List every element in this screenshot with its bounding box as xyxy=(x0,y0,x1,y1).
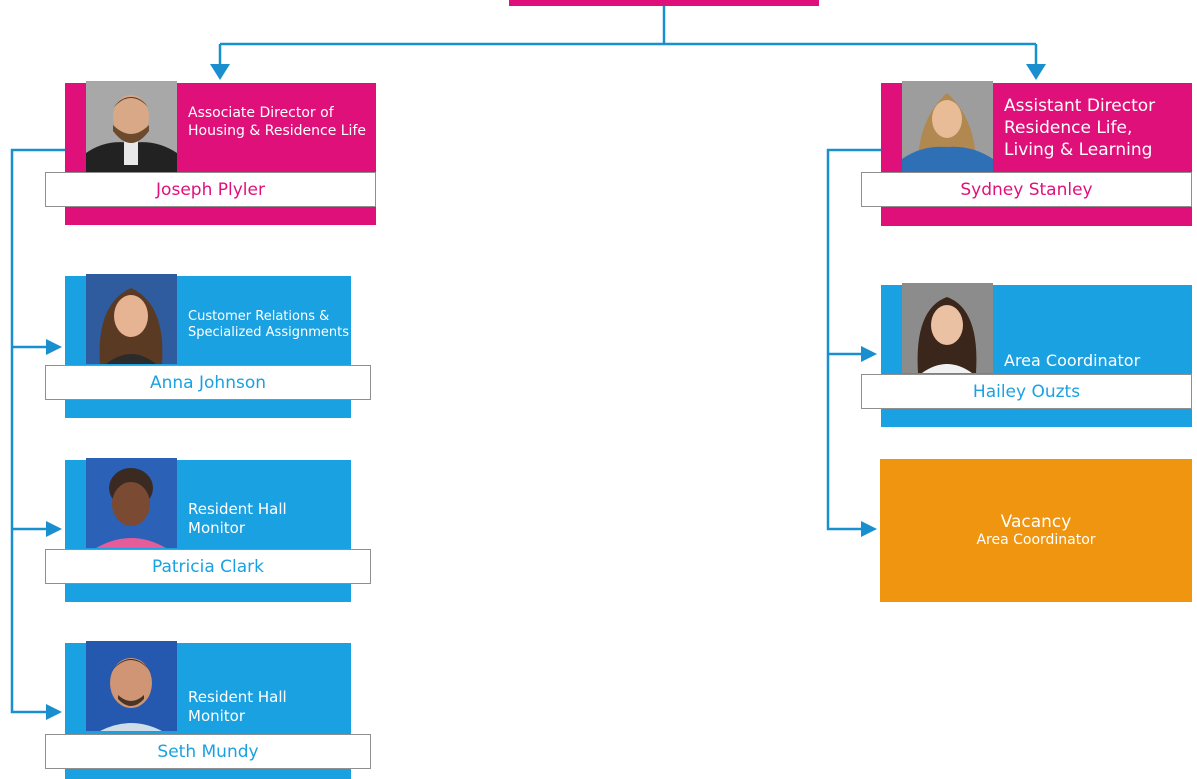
name-joseph-plyler: Joseph Plyler xyxy=(45,172,376,207)
photo-sydney-stanley xyxy=(902,81,993,173)
vacancy-title: Vacancy xyxy=(1000,511,1072,532)
org-node-vacancy: Vacancy Area Coordinator xyxy=(880,459,1192,602)
role-patricia-clark: Resident Hall Monitor xyxy=(188,500,287,538)
org-node-seth-mundy: Resident Hall Monitor Seth Mundy xyxy=(45,641,371,779)
role-hailey-ouzts: Area Coordinator xyxy=(1004,351,1141,370)
role-joseph-plyler: Associate Director of Housing & Residenc… xyxy=(188,105,366,139)
org-node-anna-johnson: Customer Relations & Specialized Assignm… xyxy=(45,274,371,418)
role-seth-mundy: Resident Hall Monitor xyxy=(188,688,287,726)
role-sydney-stanley: Assistant Director Residence Life, Livin… xyxy=(1004,96,1156,161)
name-anna-johnson: Anna Johnson xyxy=(45,365,371,400)
photo-hailey-ouzts xyxy=(902,283,993,373)
org-node-joseph-plyler: Associate Director of Housing & Residenc… xyxy=(45,81,376,225)
photo-seth-mundy xyxy=(86,641,177,731)
role-anna-johnson: Customer Relations & Specialized Assignm… xyxy=(188,309,349,341)
photo-anna-johnson xyxy=(86,274,177,364)
org-node-hailey-ouzts: Area Coordinator Hailey Ouzts xyxy=(861,283,1192,427)
photo-joseph-plyler xyxy=(86,81,177,173)
name-sydney-stanley: Sydney Stanley xyxy=(861,172,1192,207)
name-hailey-ouzts: Hailey Ouzts xyxy=(861,374,1192,409)
vacancy-role: Area Coordinator xyxy=(976,532,1096,549)
director-box-top xyxy=(509,0,819,6)
photo-patricia-clark xyxy=(86,458,177,548)
org-node-sydney-stanley: Assistant Director Residence Life, Livin… xyxy=(861,81,1192,226)
name-seth-mundy: Seth Mundy xyxy=(45,734,371,769)
org-node-patricia-clark: Resident Hall Monitor Patricia Clark xyxy=(45,458,371,602)
name-patricia-clark: Patricia Clark xyxy=(45,549,371,584)
